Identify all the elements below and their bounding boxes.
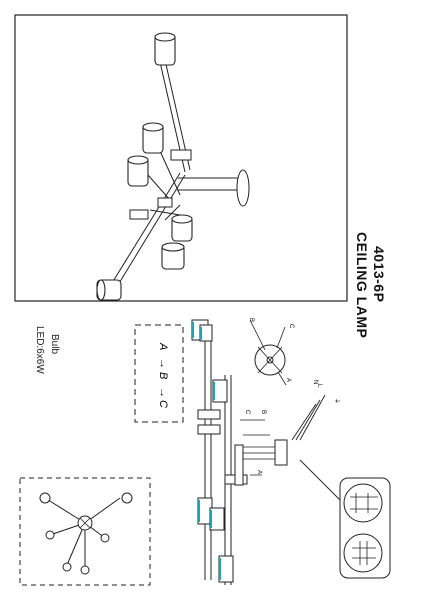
bulb-label: Bulb <box>49 334 60 355</box>
detail-connector <box>352 541 376 565</box>
top-view-arms <box>44 497 121 568</box>
detail-circle-top <box>343 483 383 523</box>
lamp-shade-top <box>154 32 176 42</box>
arm-end-cap <box>209 507 225 531</box>
part-labels: C B A C B A L N ⏚ <box>244 318 340 474</box>
perspective-frame <box>14 14 348 302</box>
lamp-shade-top <box>96 279 106 301</box>
rail-label-c: C <box>244 410 250 415</box>
product-model: 4013-6P <box>371 246 387 303</box>
seq-c: C <box>157 400 169 408</box>
sequence-labels: A → B → C <box>157 342 169 408</box>
arm-end-cap <box>218 555 234 583</box>
label-c: C <box>288 324 294 329</box>
rail-joint <box>197 409 221 420</box>
detail-connector <box>350 493 378 513</box>
top-view <box>19 477 151 586</box>
rail-joint <box>197 424 221 435</box>
label-a: A <box>285 378 291 382</box>
seq-arrow-2: → <box>157 387 169 398</box>
rail-label-a: A <box>256 470 262 474</box>
assembly-view <box>191 319 346 585</box>
wire-label-l: L <box>316 384 322 388</box>
bulb-spec: LED:6x6W <box>34 326 45 374</box>
rail-bracket <box>234 444 244 486</box>
perspective-view <box>14 14 348 302</box>
lamp-side-arms <box>147 139 181 221</box>
top-view-shade <box>39 492 51 504</box>
seq-b: B <box>157 372 169 379</box>
label-b: B <box>248 318 254 322</box>
lamp-shade-top <box>161 242 185 252</box>
lamp-joint <box>170 149 192 161</box>
lamp-canopy <box>236 169 250 207</box>
detail-circle-bottom <box>343 533 383 573</box>
lamp-joint <box>129 209 149 220</box>
lamp-shade-top <box>171 214 193 224</box>
arrow-leaders <box>240 419 270 476</box>
top-view-shade <box>62 562 72 572</box>
top-view-frame <box>19 477 151 586</box>
lamp-shade-top <box>142 122 164 132</box>
top-view-shade <box>121 492 133 504</box>
rail-label-b: B <box>260 410 266 414</box>
top-view-shade <box>100 533 110 543</box>
lamp-joint <box>157 197 173 208</box>
top-view-shade <box>45 530 55 540</box>
sequence-frame <box>134 324 184 423</box>
terminal-wires <box>240 446 275 460</box>
canopy-leaders <box>249 319 287 386</box>
seq-a: A <box>157 342 169 350</box>
lamp-crossbar <box>178 177 240 191</box>
sequence-box <box>134 324 184 423</box>
terminal-block <box>274 439 288 466</box>
top-view-shade <box>80 565 90 575</box>
assembly-rail <box>204 330 212 580</box>
product-name: CEILING LAMP <box>354 232 370 339</box>
lamp-shade-top <box>127 155 149 165</box>
lamp-arm-lower <box>111 172 186 286</box>
supply-wires <box>291 394 326 441</box>
top-view-center-cross <box>79 517 91 529</box>
detail-leader <box>299 459 346 506</box>
arm-end-cap <box>212 379 228 403</box>
wiring-detail <box>339 477 391 579</box>
wire-label-ground: ⏚ <box>333 398 340 404</box>
seq-arrow-1: → <box>157 358 169 369</box>
wire-label-n: N <box>312 380 318 384</box>
